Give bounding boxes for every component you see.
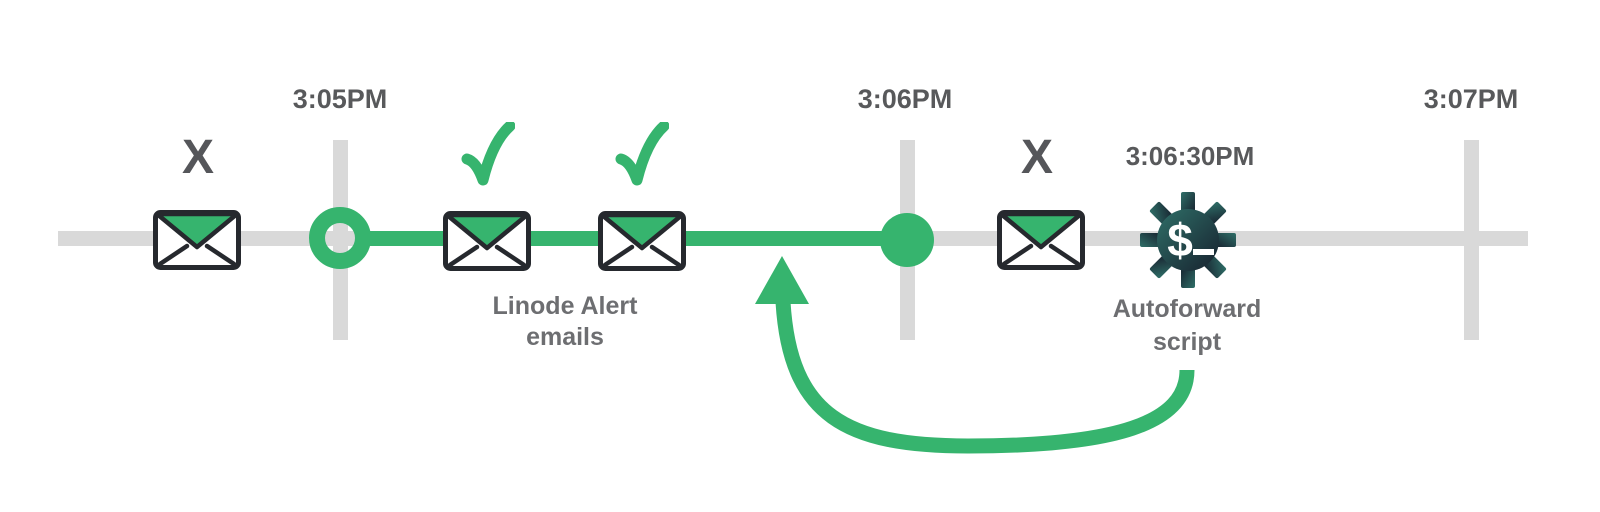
caption-line: Linode Alert	[492, 292, 638, 320]
envelope-icon	[997, 210, 1085, 270]
caption-line: Autoforward	[1112, 295, 1262, 323]
envelope-icon	[443, 211, 531, 271]
caption-linode-alert-emails: Linode Alert emails	[493, 291, 638, 353]
caption-line: script	[1152, 328, 1222, 356]
prompt-underscore	[1193, 249, 1214, 255]
timeline-end-dot	[880, 213, 934, 267]
caption-autoforward-script: Autoforward script	[1113, 293, 1262, 359]
check-icon	[461, 122, 515, 186]
timeline-start-ring	[309, 207, 371, 269]
dollar-prompt-glyph: $	[1167, 214, 1193, 266]
x-icon: X	[1020, 131, 1054, 184]
time-label-306: 3:06PM	[857, 84, 953, 114]
x-icon: X	[181, 131, 215, 184]
time-label-305: 3:05PM	[292, 84, 388, 114]
time-label-307: 3:07PM	[1423, 84, 1519, 114]
envelope-icon	[153, 210, 241, 270]
timeline-tick-307	[1464, 140, 1479, 340]
envelope-icon	[598, 211, 686, 271]
check-icon	[615, 122, 669, 186]
gear-terminal-icon: $	[1140, 192, 1236, 288]
time-label-30630: 3:06:30PM	[1125, 141, 1255, 171]
arrow-head-icon	[755, 256, 809, 304]
caption-line: emails	[526, 323, 604, 351]
